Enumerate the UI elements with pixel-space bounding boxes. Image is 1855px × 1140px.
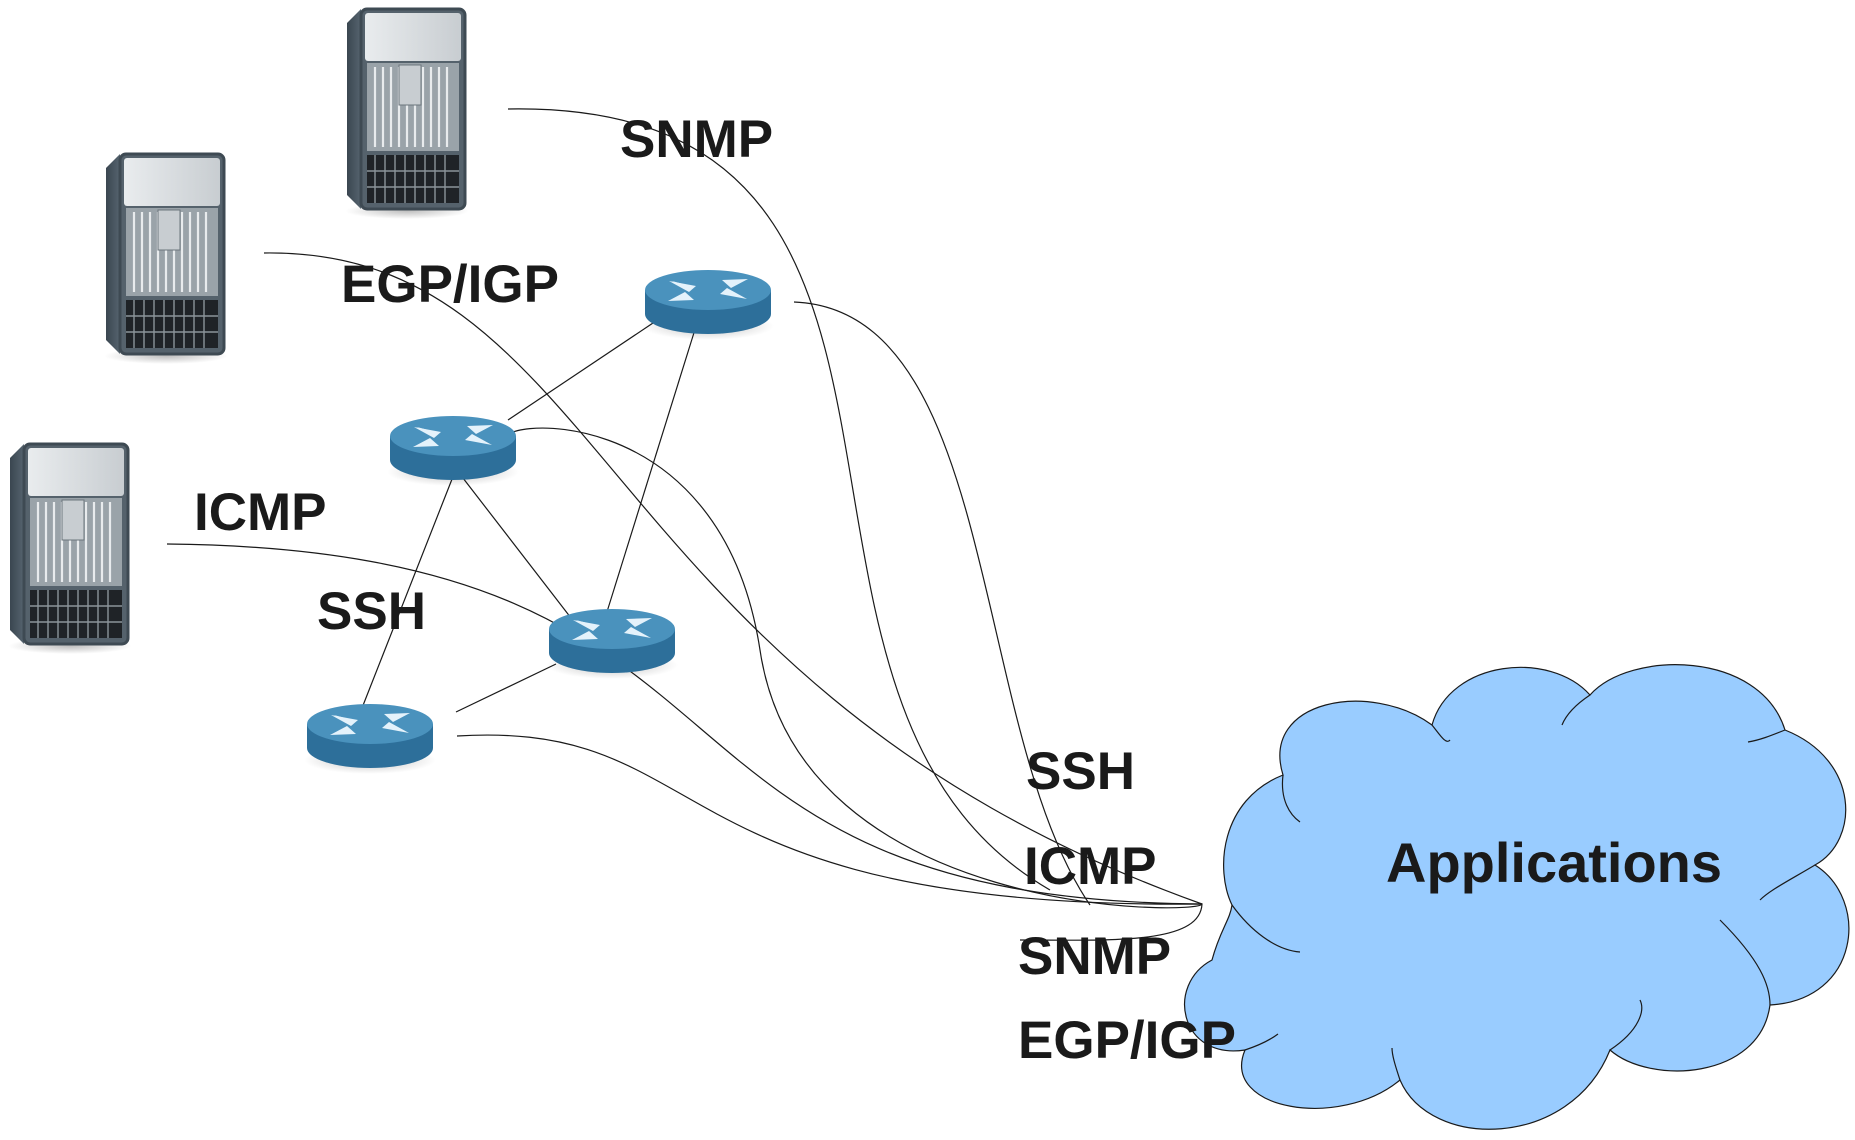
snmp-right-label: SNMP: [1018, 927, 1172, 986]
chassis-middle: [102, 152, 230, 366]
chassis-top: [343, 7, 471, 221]
router-d: [304, 704, 436, 774]
icmp-right-label: ICMP: [1024, 837, 1157, 896]
ssh-left-label: SSH: [317, 582, 426, 641]
router-c: [546, 609, 678, 679]
connection-lines: [166, 108, 1203, 941]
router-mesh: [361, 322, 698, 713]
icmp-left-label: ICMP: [194, 483, 327, 542]
icmp-link: [166, 543, 1203, 905]
applications-label: Applications: [1386, 831, 1723, 894]
snmp-link: [507, 108, 1051, 891]
chassis-bottom: [6, 442, 134, 656]
router-d-link: [456, 734, 1203, 941]
applications-cloud: [1184, 664, 1850, 1130]
egp-top-label: EGP/IGP: [341, 255, 559, 314]
egp-right-label: EGP/IGP: [1018, 1011, 1236, 1070]
router-b-link: [505, 427, 1203, 909]
egp-link: [263, 252, 1203, 905]
cloud-inner-curves: [1231, 694, 1816, 1081]
router-a-link: [793, 301, 1091, 906]
ssh-right-label: SSH: [1026, 742, 1135, 801]
router-a: [642, 270, 774, 340]
router-b: [387, 416, 519, 486]
snmp-top-label: SNMP: [620, 110, 774, 169]
